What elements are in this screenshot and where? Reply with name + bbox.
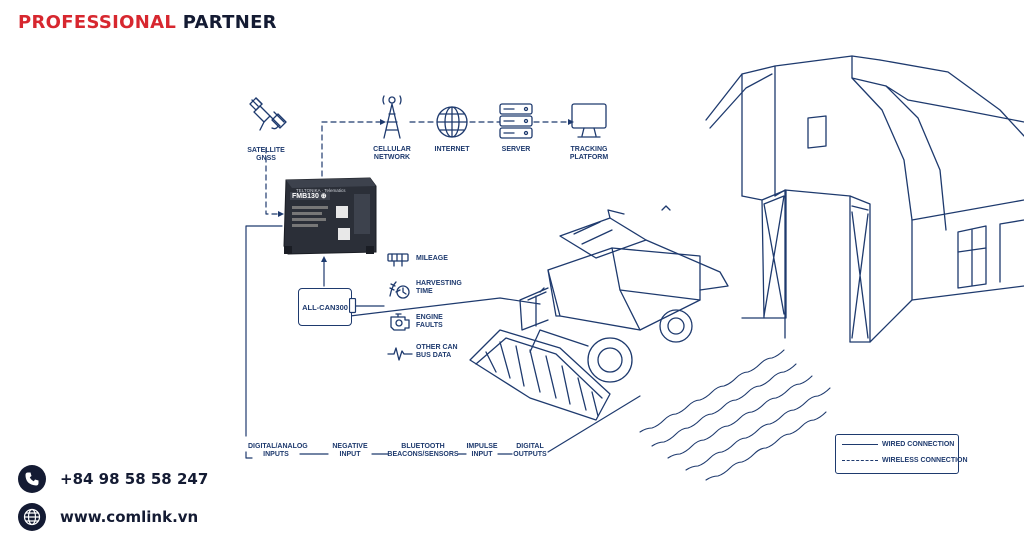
legend-wireless-row: WIRELESS CONNECTION: [842, 457, 968, 464]
label-digital-outputs: DIGITAL OUTPUTS: [513, 443, 547, 458]
phone-number: +84 98 58 58 247: [60, 470, 209, 488]
engine-icon: [390, 313, 410, 331]
label-tracking-platform: TRACKING PLATFORM: [569, 146, 609, 161]
tracker-device-graphic: [283, 177, 377, 255]
label-impulse-input: IMPULSE INPUT: [466, 443, 498, 458]
wireless-connections: [265, 121, 569, 215]
label-mileage: MILEAGE: [416, 255, 448, 262]
wireless-line-sample: [842, 460, 878, 461]
website-url: www.comlink.vn: [60, 508, 199, 526]
label-bluetooth-beacons-sensors: BLUETOOTH BEACONS/SENSORS: [387, 443, 459, 458]
label-negative-input: NEGATIVE INPUT: [332, 443, 368, 458]
brand-highlight: PROFESSIONAL: [18, 12, 177, 33]
legend-wired-label: WIRED CONNECTION: [882, 441, 955, 448]
contact-website[interactable]: www.comlink.vn: [18, 503, 198, 531]
barn-illustration: [705, 55, 1024, 343]
server-icon: [499, 103, 533, 139]
legend-wired-row: WIRED CONNECTION: [842, 441, 954, 448]
fmb130-tracker: TELTONIKA · Telematics FMB130 ⊕: [282, 176, 378, 258]
brand-title: PROFESSIONAL PARTNER: [18, 12, 277, 33]
combine-harvester-illustration: [469, 205, 729, 421]
harvest-time-icon: [389, 281, 410, 299]
field-furrows: [639, 349, 831, 481]
cell-tower-icon: [382, 95, 402, 139]
odometer-icon: [387, 253, 409, 267]
globe-icon: [436, 106, 468, 138]
wired-line-sample: [842, 444, 878, 445]
label-other-can-bus-data: OTHER CAN BUS DATA: [416, 344, 458, 359]
legend-wireless-label: WIRELESS CONNECTION: [882, 457, 968, 464]
wired-connections: [245, 225, 641, 459]
label-internet: INTERNET: [434, 146, 470, 153]
connection-legend: WIRED CONNECTION WIRELESS CONNECTION: [835, 434, 968, 474]
device-brand-text: TELTONIKA · Telematics: [296, 188, 346, 193]
device-model: FMB130 ⊕: [292, 193, 327, 200]
all-can300-label: ALL-CAN300: [302, 302, 348, 312]
label-cellular-network: CELLULAR NETWORK: [373, 146, 411, 161]
adapter-connector: [349, 298, 357, 314]
brand-rest: PARTNER: [182, 12, 277, 33]
waveform-icon: [387, 347, 413, 361]
label-digital-analog-inputs: DIGITAL/ANALOG INPUTS: [248, 443, 308, 458]
contact-phone[interactable]: +84 98 58 58 247: [18, 465, 208, 493]
all-can300-adapter: ALL-CAN300: [298, 288, 352, 326]
satellite-icon: [249, 97, 287, 131]
monitor-icon: [571, 103, 607, 138]
label-harvesting-time: HARVESTING TIME: [416, 280, 462, 295]
phone-icon: [18, 465, 46, 493]
label-engine-faults: ENGINE FAULTS: [416, 314, 443, 329]
label-server: SERVER: [501, 146, 531, 153]
globe-web-icon: [18, 503, 46, 531]
label-satellite-gnss: SATELLITE GNSS: [247, 147, 285, 162]
